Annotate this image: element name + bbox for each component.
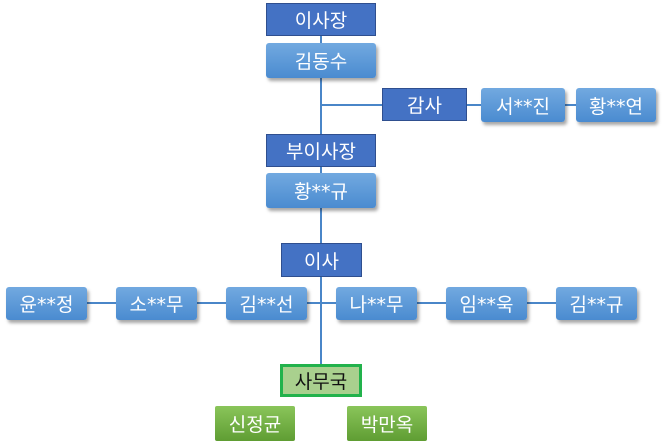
director-box: 소**무	[116, 287, 197, 320]
vice-chairman-name-box: 황**규	[266, 173, 376, 208]
secretariat-member-box: 신정균	[215, 406, 295, 441]
director-box: 윤**정	[6, 287, 87, 320]
director-box: 임**욱	[446, 287, 527, 320]
director-box: 나**무	[336, 287, 417, 320]
auditor-member-box: 서**진	[481, 88, 565, 122]
secretariat-member-box: 박만옥	[347, 406, 427, 441]
director-box: 김**선	[226, 287, 307, 320]
directors-title-box: 이사	[281, 243, 362, 277]
chairman-name-box: 김동수	[266, 43, 376, 78]
directors-connector	[86, 302, 558, 304]
auditor-title-box: 감사	[382, 88, 467, 121]
chairman-title-box: 이사장	[266, 3, 376, 36]
director-box: 김**규	[556, 287, 637, 320]
vice-chairman-title-box: 부이사장	[266, 134, 376, 167]
secretariat-title-box: 사무국	[280, 364, 362, 397]
auditor-member-box: 황**연	[576, 88, 656, 122]
